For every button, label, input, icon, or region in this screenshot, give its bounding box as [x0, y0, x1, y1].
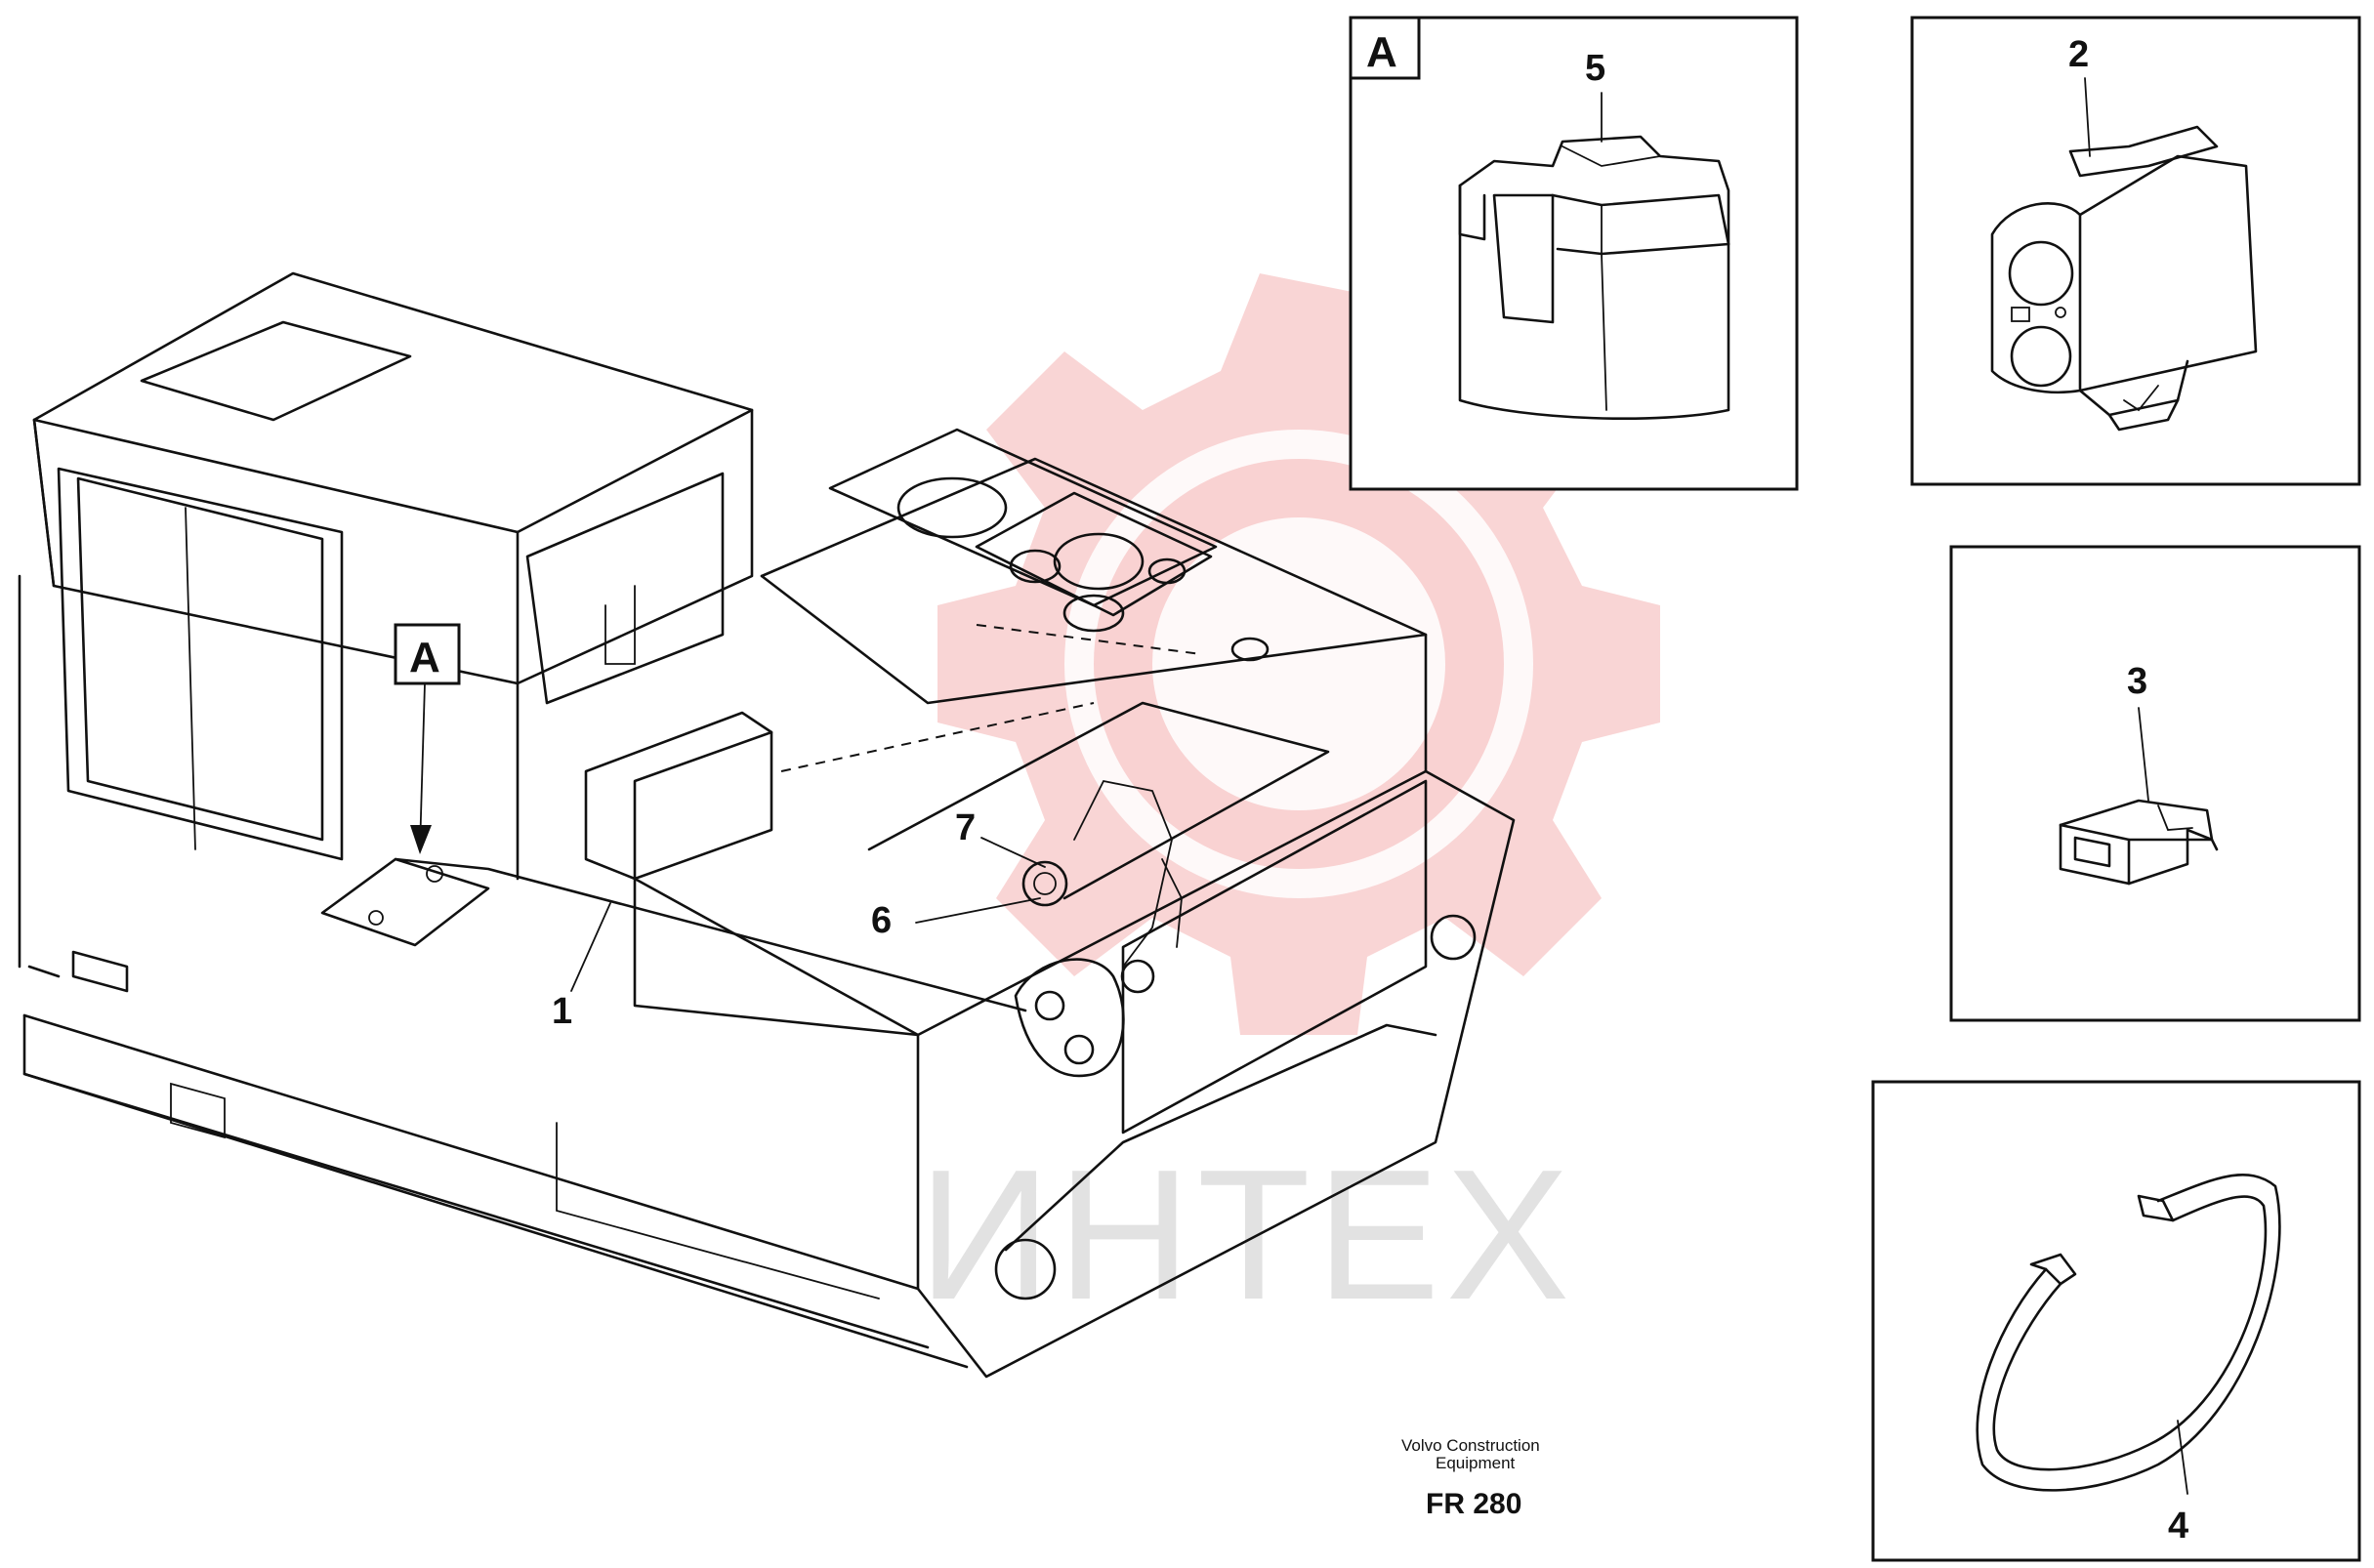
callout-3: 3 [2127, 661, 2147, 702]
callout-7: 7 [955, 807, 976, 848]
detail-panel-A: A 5 [1349, 16, 1799, 491]
maker-line-2: Equipment [1436, 1454, 1516, 1472]
detail-panel-3: 3 [1949, 545, 2361, 1022]
detail-marker-box [394, 623, 461, 685]
callout-1: 1 [552, 991, 572, 1032]
maker-line-1: Volvo Construction [1401, 1436, 1540, 1455]
callout-2: 2 [2068, 34, 2089, 75]
watermark-text: ИНТЕХ [918, 1132, 1575, 1339]
detail-marker-letter: A [409, 634, 440, 681]
leader-A-arrow [419, 682, 426, 850]
callout-4: 4 [2168, 1506, 2188, 1547]
leader-6 [915, 897, 1041, 924]
callout-6: 6 [871, 900, 892, 941]
figure-code: FR 280 [1426, 1488, 1521, 1520]
detail-panel-4: 4 [1871, 1080, 2361, 1562]
leader-7 [980, 837, 1046, 868]
detail-panel-2: 2 [1910, 16, 2361, 486]
detail-panel-letter: A [1366, 28, 1397, 76]
excavator-upper-structure [18, 271, 1516, 1379]
callout-5: 5 [1585, 48, 1605, 89]
leader-1 [570, 902, 611, 992]
arrow-head-icon [410, 825, 432, 854]
